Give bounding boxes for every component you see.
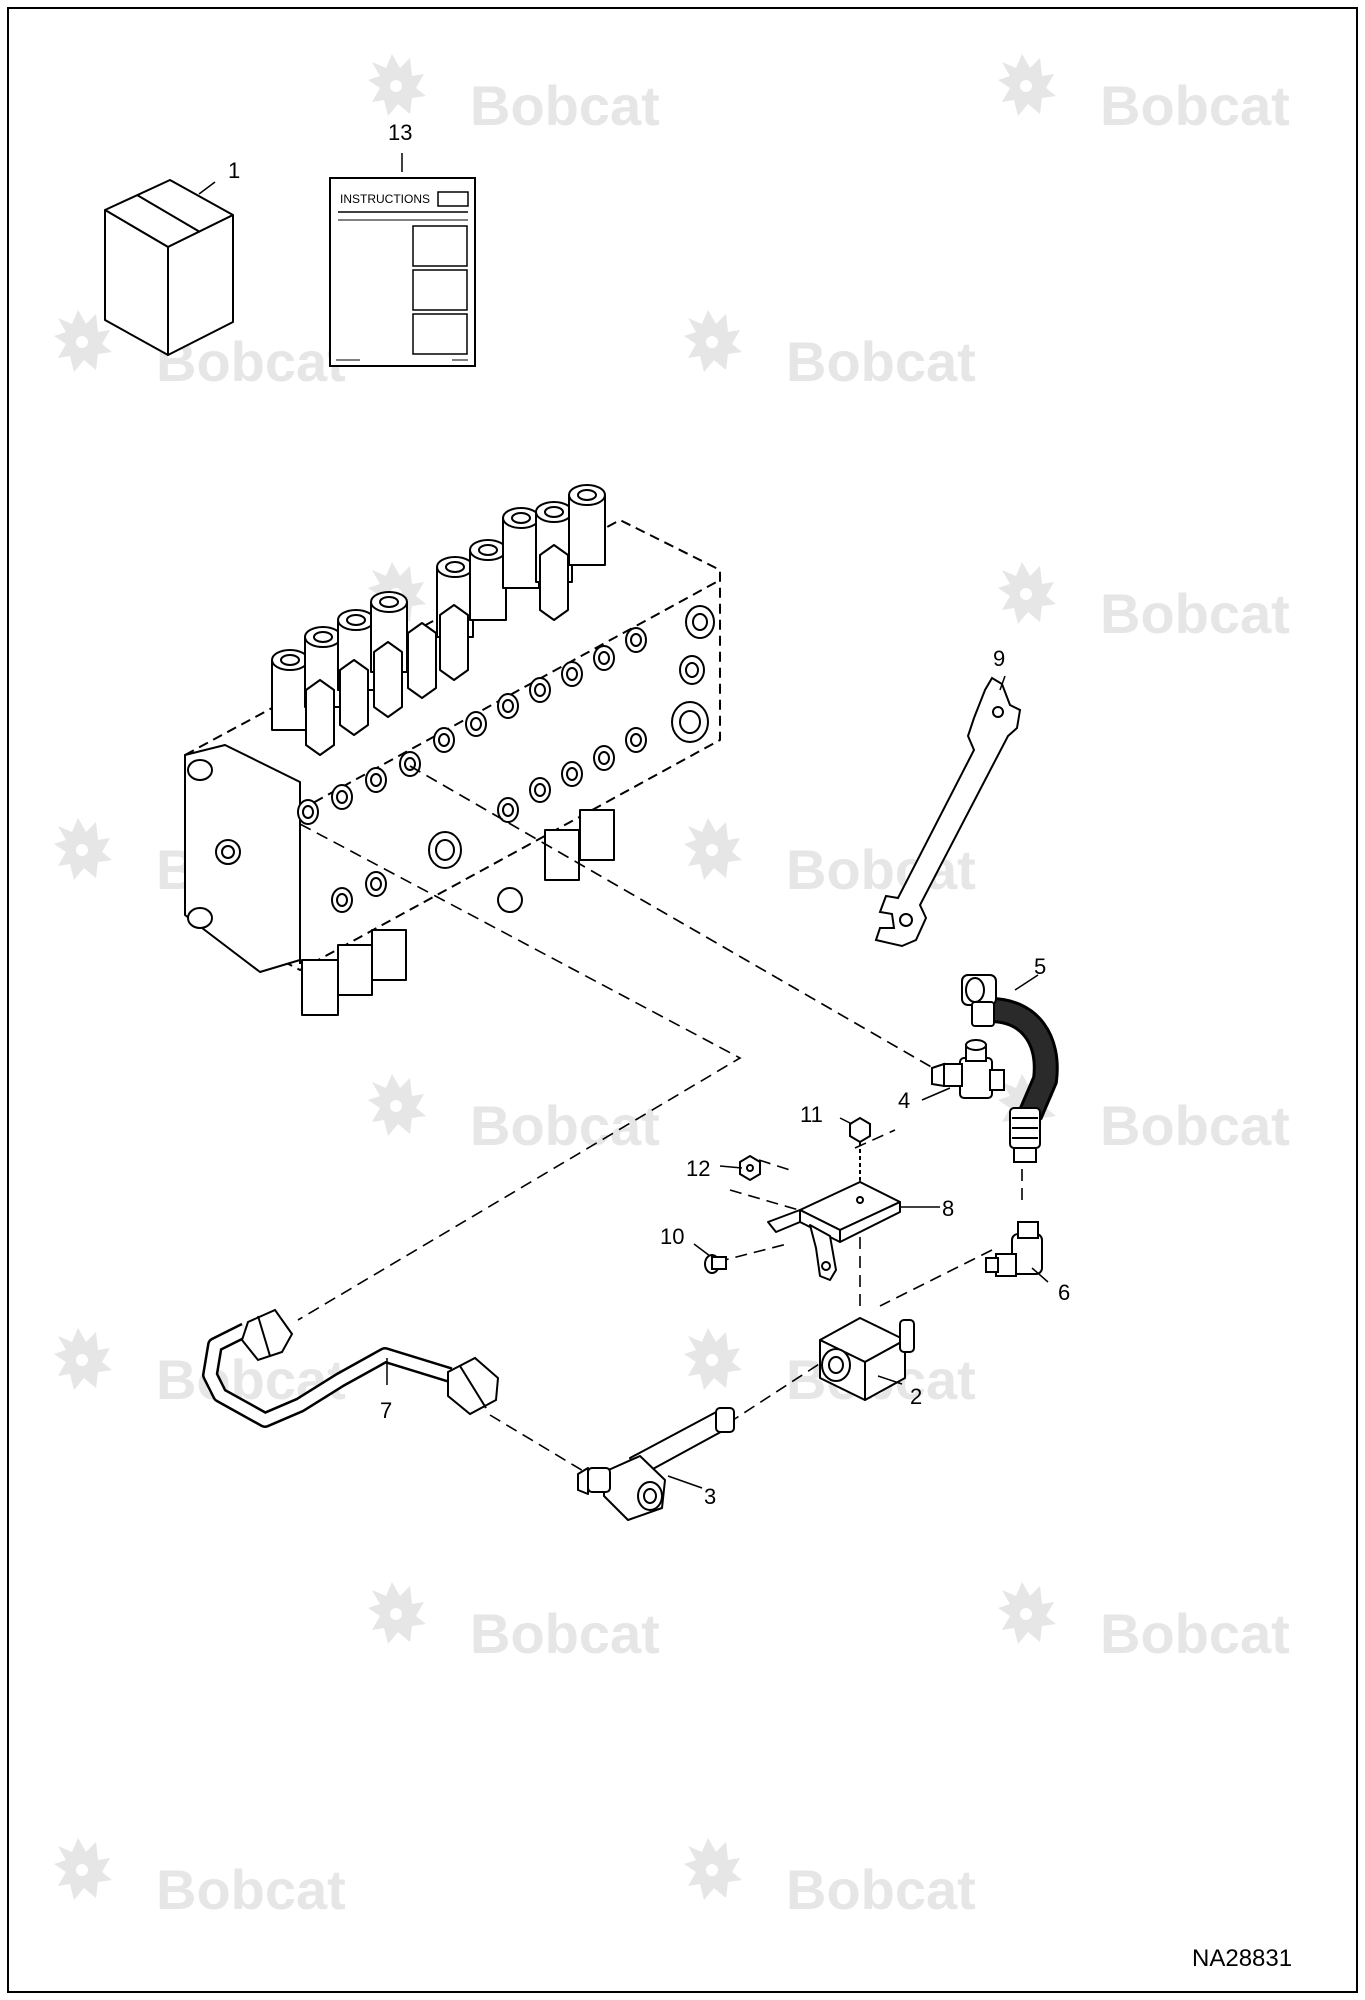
callout-2: 2	[910, 1384, 922, 1409]
callout-5: 5	[1034, 954, 1046, 979]
watermark-text: Bobcat	[786, 1858, 976, 1921]
part-4-tee-fitting	[931, 1039, 1005, 1099]
watermark: Bobcat	[998, 1582, 1290, 1665]
part-6-elbow-fitting	[985, 1221, 1043, 1277]
watermark-text: Bobcat	[156, 1858, 346, 1921]
instruction-sheet-title: INSTRUCTIONS	[340, 192, 430, 206]
watermark-text: Bobcat	[470, 1094, 660, 1157]
callout-8: 8	[942, 1196, 954, 1221]
part-3-tee-adapter	[577, 1407, 735, 1521]
watermark: Bobcat	[998, 562, 1290, 645]
watermark: Bobcat	[998, 54, 1290, 137]
part-8-bracket	[767, 1181, 901, 1281]
watermark: Bobcat	[684, 310, 976, 393]
watermark-text: Bobcat	[1100, 1094, 1290, 1157]
leader-lines	[198, 153, 1049, 1489]
callout-3: 3	[704, 1484, 716, 1509]
callout-7: 7	[380, 1398, 392, 1423]
valve-ports	[297, 605, 715, 913]
watermark-text: Bobcat	[470, 74, 660, 137]
part-5-hose	[961, 974, 1059, 1163]
watermark: Bobcat	[368, 54, 660, 137]
watermark: Bobcat	[684, 1838, 976, 1921]
watermark-text: Bobcat	[786, 330, 976, 393]
callout-10: 10	[660, 1224, 684, 1249]
watermark-text: Bobcat	[1100, 74, 1290, 137]
part-7-tube	[202, 1308, 500, 1428]
callout-9: 9	[993, 646, 1005, 671]
part-11-bolt	[849, 1116, 871, 1180]
watermark: Bobcat	[54, 1838, 346, 1921]
callout-12: 12	[686, 1156, 710, 1181]
watermark-layer: Bobcat Bobcat Bobcat Bobcat Bobcat Bobca…	[54, 54, 1290, 1921]
callout-13: 13	[388, 120, 412, 145]
watermark: Bobcat	[368, 1582, 660, 1665]
callout-11: 11	[800, 1102, 823, 1127]
watermark: Bobcat	[368, 1074, 660, 1157]
callout-1: 1	[228, 158, 240, 183]
watermark-text: Bobcat	[470, 1602, 660, 1665]
part-13-instruction-sheet: INSTRUCTIONS	[329, 177, 476, 367]
valve-spools	[271, 484, 606, 756]
part-2-valve-block	[819, 1317, 915, 1401]
part-9-wrench	[874, 676, 1022, 948]
part-12-nut	[739, 1154, 761, 1182]
callout-6: 6	[1058, 1280, 1070, 1305]
control-valve-assembly	[184, 484, 721, 1016]
callout-labels: 1 13 9 5 4 11 12 8 10 6 2 7 3	[228, 120, 1070, 1509]
callout-4: 4	[898, 1088, 910, 1113]
part-1-box	[104, 179, 234, 356]
watermark-text: Bobcat	[1100, 582, 1290, 645]
watermark-text: Bobcat	[1100, 1602, 1290, 1665]
part-10-screw	[704, 1254, 727, 1274]
drawing-number: NA28831	[1192, 1945, 1292, 1972]
watermark: Bobcat	[998, 1074, 1290, 1157]
